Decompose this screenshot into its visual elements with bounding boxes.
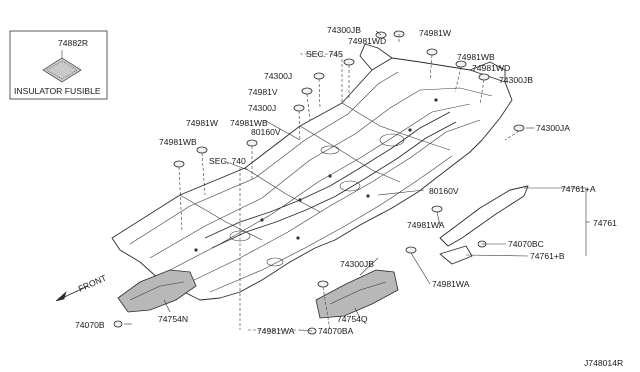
label-80160V-b: 80160V xyxy=(429,186,459,196)
label-74754N: 74754N xyxy=(158,314,188,324)
label-74754Q: 74754Q xyxy=(337,314,368,324)
floor-panel xyxy=(111,43,513,301)
label-74761: 74761 xyxy=(593,218,617,228)
label-74070BC: 74070BC xyxy=(508,239,544,249)
diagram-code: J748014R xyxy=(584,358,623,368)
part-labels: 74882R INSULATOR FUSIBLE 74300JB 74981W … xyxy=(14,25,623,368)
label-74981WA-b: 74981WA xyxy=(432,279,470,289)
label-74981WB-c: 74981WB xyxy=(159,137,197,147)
label-74300JB-top: 74300JB xyxy=(327,25,361,35)
label-74761B: 74761+B xyxy=(530,251,565,261)
inset-part-number: 74882R xyxy=(58,38,88,48)
label-74981W-b: 74981W xyxy=(186,118,219,128)
insulator-74754N xyxy=(117,269,197,313)
label-74981V: 74981V xyxy=(248,87,278,97)
side-sill-right xyxy=(439,185,529,265)
label-74070BA: 74070BA xyxy=(318,326,354,336)
label-74981W-top: 74981W xyxy=(419,28,452,38)
label-74300JB-low: 74300JB xyxy=(340,259,374,269)
grommets xyxy=(113,30,525,335)
label-74300JB-mid: 74300JB xyxy=(499,75,533,85)
insulator-pad-icon xyxy=(42,57,82,83)
insulator-inset xyxy=(9,30,108,100)
label-74300JA: 74300JA xyxy=(536,123,570,133)
label-74981WD-b: 74981WD xyxy=(472,63,510,73)
label-74300J-a: 74300J xyxy=(264,71,292,81)
front-arrow-icon xyxy=(55,285,89,302)
label-74981WA-a: 74981WA xyxy=(407,220,445,230)
label-sec-740: SEC. 740 xyxy=(209,156,246,166)
label-74761A: 74761+A xyxy=(561,184,596,194)
label-front: FRONT xyxy=(77,272,109,293)
label-74981WD-a: 74981WD xyxy=(348,36,386,46)
label-74981WA-c: 74981WA xyxy=(257,326,295,336)
label-80160V-a: 80160V xyxy=(251,127,281,137)
leader-lines xyxy=(124,30,590,332)
insulator-74754Q xyxy=(315,269,399,319)
label-74981WB-b: 74981WB xyxy=(230,118,268,128)
label-74981WB-a: 74981WB xyxy=(457,52,495,62)
inset-caption: INSULATOR FUSIBLE xyxy=(14,86,101,96)
label-sec-745: SEC. 745 xyxy=(306,49,343,59)
label-74070B: 74070B xyxy=(75,320,105,330)
label-74300J-b: 74300J xyxy=(248,103,276,113)
